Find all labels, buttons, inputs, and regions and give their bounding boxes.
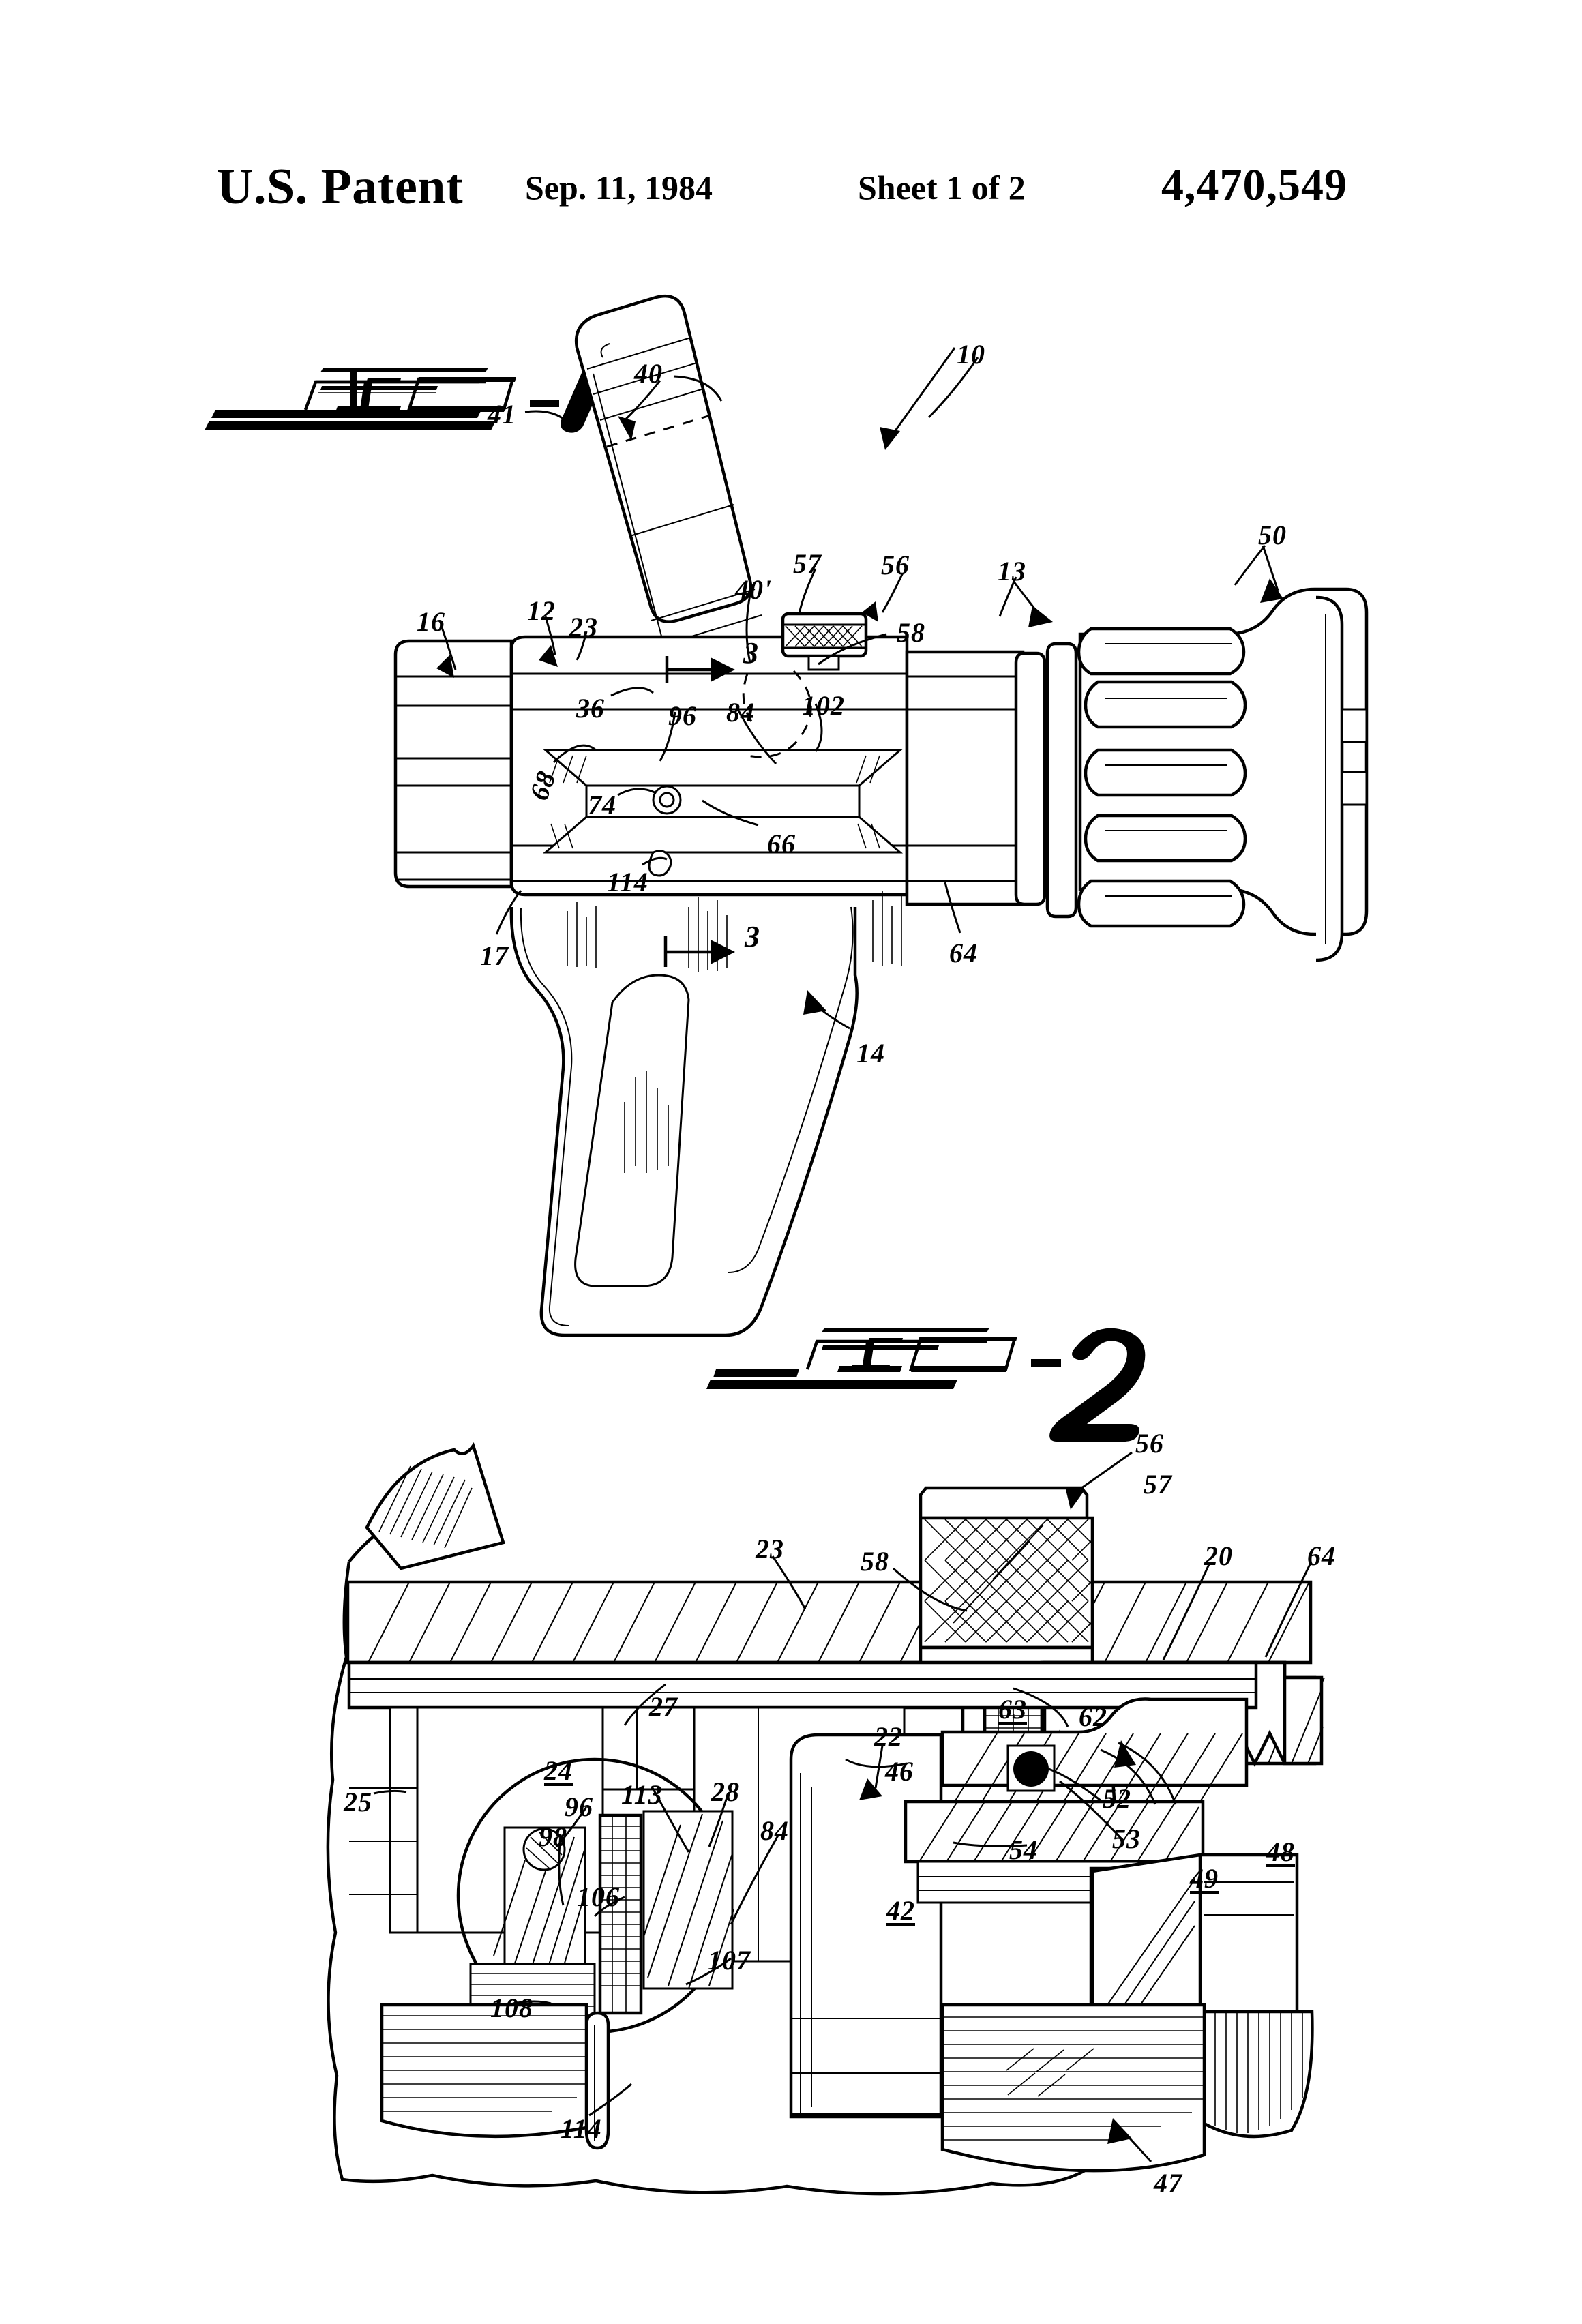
fig1-nozzle-50 [1016,589,1367,960]
ref2-53: 53 [1112,1823,1141,1854]
fig2-leaders [374,1556,1311,2115]
fig1-section-arrow-bottom [666,936,735,967]
ref2-64: 64 [1307,1540,1336,1571]
ref2-23: 23 [756,1534,784,1564]
ref-12: 12 [527,595,556,626]
ref-16: 16 [417,606,445,637]
fig1-leaders [442,357,1265,934]
ref-14: 14 [856,1038,885,1069]
figure-1-drawing [395,296,1367,1335]
fig2-leader-47 [1107,2118,1151,2162]
ref2-98: 98 [539,1821,567,1852]
ref2-54: 54 [1009,1834,1038,1865]
ref-13: 13 [998,556,1026,586]
ref-23: 23 [569,612,598,642]
patent-number: 4,470,549 [1161,160,1347,210]
ref-17: 17 [480,940,509,971]
ref-56: 56 [881,550,910,580]
ref-102: 102 [802,690,845,721]
ref2-106: 106 [577,1881,620,1912]
ref-84: 84 [726,697,755,728]
ref-41: 41 [488,399,516,430]
ref-50: 50 [1258,520,1287,550]
ref-10: 10 [957,339,985,370]
ref2-113: 113 [621,1779,663,1810]
patent-office-title: U.S. Patent [217,159,464,215]
ref2-28: 28 [711,1776,740,1807]
ref2-114: 114 [561,2113,602,2144]
ref2-96: 96 [565,1791,593,1822]
fig1-shading [567,891,901,972]
fig1-leader-40 [618,381,660,441]
ref-64: 64 [949,938,978,968]
ref2-84: 84 [760,1815,789,1846]
fig1-knob-56 [783,614,866,670]
ref-74: 74 [588,790,616,820]
ref2-42: 42 [886,1895,915,1926]
ref-36: 36 [576,693,605,724]
fig2-bores [349,1663,1256,2117]
ref2-27: 27 [649,1691,678,1722]
ref2-25: 25 [344,1787,372,1817]
fig1-caption-glyph [205,361,607,433]
ref2-49: 49 [1190,1863,1219,1894]
fig2-leader-56 [1065,1452,1132,1510]
patent-date: Sep. 11, 1984 [525,168,713,207]
ref2-22: 22 [874,1721,903,1752]
ref-40-prime: 40' [735,574,773,605]
fig1-leader-13 [1013,581,1053,627]
ref2-62: 62 [1079,1701,1107,1732]
fig1-leader-50 [1260,546,1283,603]
ref2-58: 58 [861,1546,889,1577]
ref2-56: 56 [1135,1428,1164,1459]
ref2-108: 108 [490,1993,533,2023]
fig1-leader-12 [539,645,558,667]
fig1-body [395,637,1024,904]
ref-58: 58 [897,617,925,648]
ref2-46: 46 [885,1756,914,1787]
fig2-leader-22 [859,1746,882,1800]
figure-2-drawing [328,1446,1324,2194]
ref-96: 96 [668,700,697,731]
section-line-label-3-bottom: 3 [745,920,760,953]
fig1-leader-16 [436,655,454,678]
fig1-section-arrow-top [667,656,735,683]
ref2-57: 57 [1144,1469,1172,1500]
fig2-detail-circle [458,1759,734,2032]
fig2-bottom-block [382,2005,1204,2171]
ref-57: 57 [793,548,822,579]
patent-header: U.S. Patent Sep. 11, 1984 Sheet 1 of 2 4… [0,158,1582,233]
ref-114: 114 [607,867,648,897]
fig1-leader-14 [803,990,850,1028]
ref2-107: 107 [708,1945,751,1976]
fig1-leader-56 [862,601,878,622]
ref2-63: 63 [998,1694,1027,1725]
ref-66: 66 [767,829,796,859]
ref-40: 40 [634,358,663,389]
ref2-48: 48 [1266,1836,1295,1867]
fig1-grip [511,907,857,1335]
ref2-52: 52 [1103,1783,1131,1814]
sheet-indicator: Sheet 1 of 2 [858,168,1026,207]
ref2-20: 20 [1204,1540,1233,1571]
ref2-24: 24 [544,1755,573,1786]
ref2-47: 47 [1154,2168,1182,2199]
fig2-caption-glyph [706,1328,1146,1442]
section-line-label-3-top: 3 [743,636,759,670]
fig1-leader-10 [880,348,955,450]
